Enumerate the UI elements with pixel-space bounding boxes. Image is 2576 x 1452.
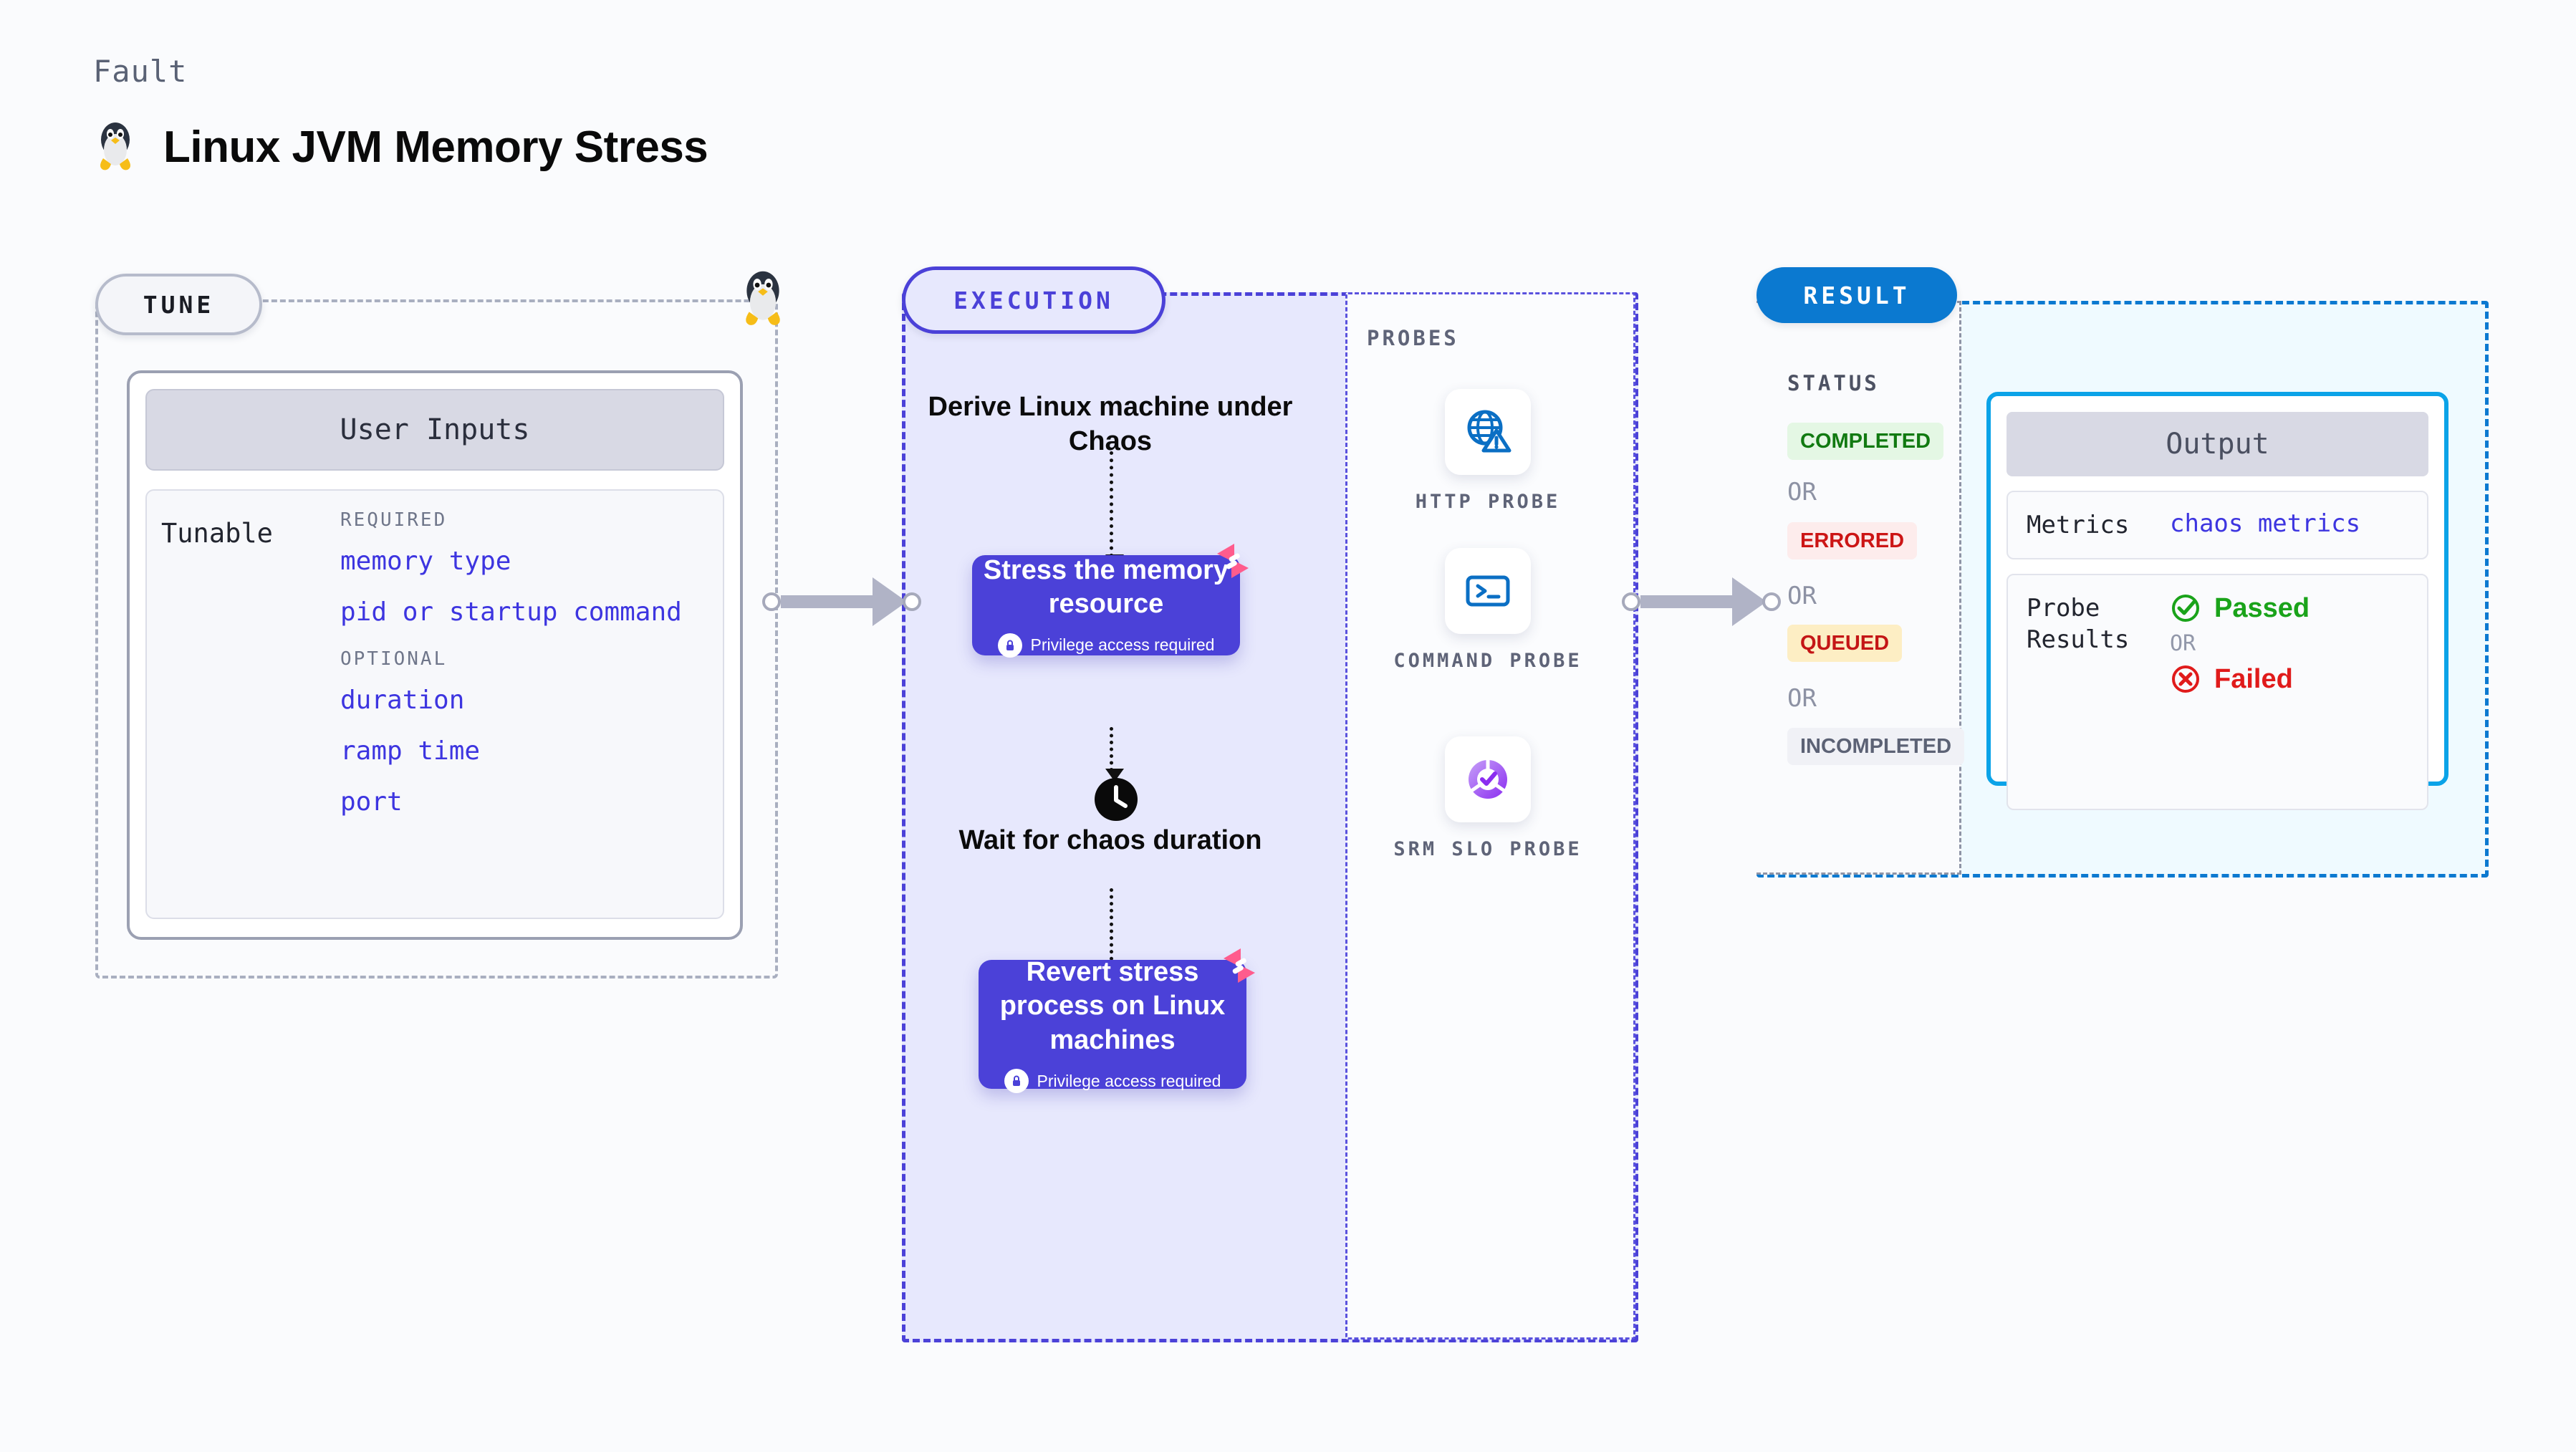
tunable-item-duration[interactable]: duration	[340, 686, 465, 715]
metrics-row: Metrics chaos metrics	[2007, 491, 2428, 560]
probes-title: PROBES	[1367, 326, 1459, 350]
connector-arrowhead-icon	[873, 577, 907, 626]
probe-results-row: Probe Results Passed OR Failed	[2007, 574, 2428, 811]
output-title: Output	[2007, 412, 2428, 476]
probe-results-key: Probe Results	[2027, 594, 2130, 655]
linux-penguin-icon	[93, 118, 138, 176]
status-badge-queued: QUEUED	[1787, 625, 1903, 662]
metrics-value[interactable]: chaos metrics	[2170, 509, 2361, 538]
probe-result-failed: Failed	[2170, 663, 2408, 695]
privilege-note: Privilege access required	[997, 633, 1215, 658]
optional-group-label: OPTIONAL	[340, 648, 448, 670]
execution-section-pill[interactable]: EXECUTION	[902, 266, 1166, 334]
lock-icon	[1004, 1069, 1029, 1094]
page-title: Linux JVM Memory Stress	[163, 122, 708, 172]
status-subregion	[1756, 301, 1961, 875]
connector-execution-to-result	[1622, 577, 1781, 627]
step-derive-linux-machine: Derive Linux machine under Chaos	[928, 392, 1293, 456]
lock-icon	[997, 633, 1022, 658]
connector-start-dot	[762, 592, 781, 611]
or-separator: OR	[1787, 684, 1817, 713]
clock-icon	[1094, 777, 1138, 822]
harness-logo-badge-icon	[1216, 943, 1262, 989]
harness-logo-badge-icon	[1210, 538, 1256, 584]
globe-warning-icon	[1445, 389, 1531, 475]
privilege-note-label: Privilege access required	[1037, 1071, 1221, 1090]
or-separator: OR	[2170, 631, 2196, 657]
result-section-pill[interactable]: RESULT	[1756, 267, 1957, 323]
metrics-key: Metrics	[2027, 511, 2130, 539]
status-badge-incompleted: INCOMPLETED	[1787, 728, 1965, 765]
failed-label: Failed	[2214, 663, 2293, 694]
fault-kicker-label: Fault	[93, 54, 188, 89]
flow-arrow-2-icon	[1105, 727, 1124, 782]
user-inputs-card: User Inputs Tunable REQUIRED memory type…	[127, 370, 743, 940]
probe-srm-slo-label: SRM SLO PROBE	[1393, 838, 1582, 860]
user-inputs-title: User Inputs	[145, 389, 724, 471]
privilege-note: Privilege access required	[1004, 1069, 1221, 1094]
step-wait-for-chaos-duration: Wait for chaos duration	[958, 825, 1262, 855]
required-group-label: REQUIRED	[340, 509, 448, 531]
connector-tune-to-execution	[762, 577, 921, 627]
node-revert-stress-process[interactable]: Revert stress process on Linux machines …	[979, 948, 1255, 1094]
probe-http[interactable]: HTTP PROBE	[1384, 389, 1592, 515]
flow-arrow-1-icon	[1105, 451, 1124, 567]
tunable-box: Tunable REQUIRED memory type pid or star…	[145, 489, 724, 919]
passed-label: Passed	[2214, 592, 2310, 623]
status-badge-completed: COMPLETED	[1787, 423, 1944, 460]
connector-arrowhead-icon	[1732, 577, 1767, 626]
probe-command[interactable]: COMMAND PROBE	[1384, 548, 1592, 674]
connector-end-dot	[903, 592, 921, 611]
linux-penguin-corner-icon	[732, 266, 794, 328]
terminal-icon	[1445, 548, 1531, 634]
tune-section-pill[interactable]: TUNE	[95, 274, 262, 335]
check-circle-icon	[2172, 595, 2199, 622]
node-revert-label: Revert stress process on Linux machines	[999, 956, 1226, 1055]
connector-bar	[1640, 595, 1734, 608]
probe-command-label: COMMAND PROBE	[1393, 650, 1582, 672]
tunable-item-ramp-time[interactable]: ramp time	[340, 736, 481, 766]
tunable-item-port[interactable]: port	[340, 787, 403, 817]
tune-region	[95, 299, 778, 979]
probe-results-values: Passed OR Failed	[2170, 592, 2408, 792]
privilege-note-label: Privilege access required	[1030, 635, 1215, 654]
tunable-item-memory-type[interactable]: memory type	[340, 547, 511, 576]
or-separator: OR	[1787, 478, 1817, 506]
x-circle-icon	[2172, 665, 2199, 693]
connector-start-dot	[1622, 592, 1640, 611]
tunable-label: Tunable	[161, 518, 273, 549]
page-title-row: Linux JVM Memory Stress	[93, 118, 708, 176]
connector-bar	[781, 595, 874, 608]
or-separator: OR	[1787, 582, 1817, 610]
status-badge-errored: ERRORED	[1787, 522, 1918, 559]
probe-result-passed: Passed	[2170, 592, 2408, 624]
probe-srm-slo[interactable]: SRM SLO PROBE	[1384, 736, 1592, 862]
tunable-item-pid-or-startup-command[interactable]: pid or startup command	[340, 597, 682, 627]
output-card: Output Metrics chaos metrics Probe Resul…	[1986, 392, 2448, 811]
node-stress-label: Stress the memory resource	[983, 554, 1229, 620]
connector-end-dot	[1762, 592, 1781, 611]
status-title: STATUS	[1787, 371, 1880, 395]
slo-donut-check-icon	[1445, 736, 1531, 822]
node-stress-memory-resource[interactable]: Stress the memory resource Privilege acc…	[972, 544, 1249, 658]
probe-http-label: HTTP PROBE	[1415, 491, 1561, 513]
tunable-list: REQUIRED memory type pid or startup comm…	[340, 509, 708, 899]
